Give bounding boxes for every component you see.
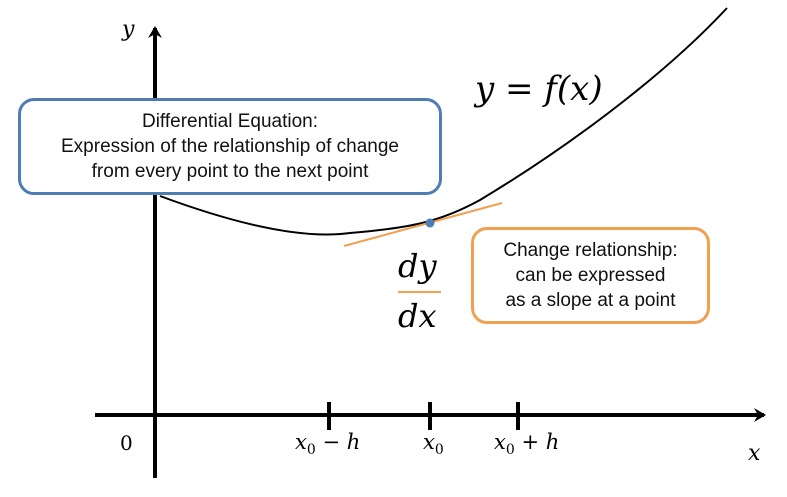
cr-box-line-1: Change relationship:	[503, 240, 678, 261]
origin-label: 0	[120, 431, 133, 455]
tick-label-x0-plus-h: x0 + h	[494, 430, 559, 458]
cr-box-line-3: as a slope at a point	[505, 290, 676, 311]
curve-label: y = f(x)	[473, 69, 603, 109]
function-curve	[159, 7, 728, 236]
change-relationship-box: Change relationship: can be expressed as…	[471, 227, 710, 324]
differential-equation-box: Differential Equation: Expression of the…	[18, 98, 442, 195]
tangent-point	[425, 218, 435, 228]
cr-box-line-2: can be expressed	[515, 265, 666, 286]
de-box-line-2: Expression of the relationship of change	[61, 136, 399, 157]
y-axis-label: y	[121, 17, 135, 42]
tangent-line	[343, 202, 503, 247]
de-box-line-3: from every point to the next point	[91, 161, 369, 182]
tick-label-x0-minus-h: x0 − h	[295, 430, 360, 458]
x-axis-label: x	[748, 441, 761, 466]
derivative-denominator: dx	[398, 297, 437, 335]
derivative-numerator: dy	[398, 247, 437, 285]
de-box-line-1: Differential Equation:	[141, 111, 319, 132]
tick-label-x0: x0	[423, 430, 444, 458]
